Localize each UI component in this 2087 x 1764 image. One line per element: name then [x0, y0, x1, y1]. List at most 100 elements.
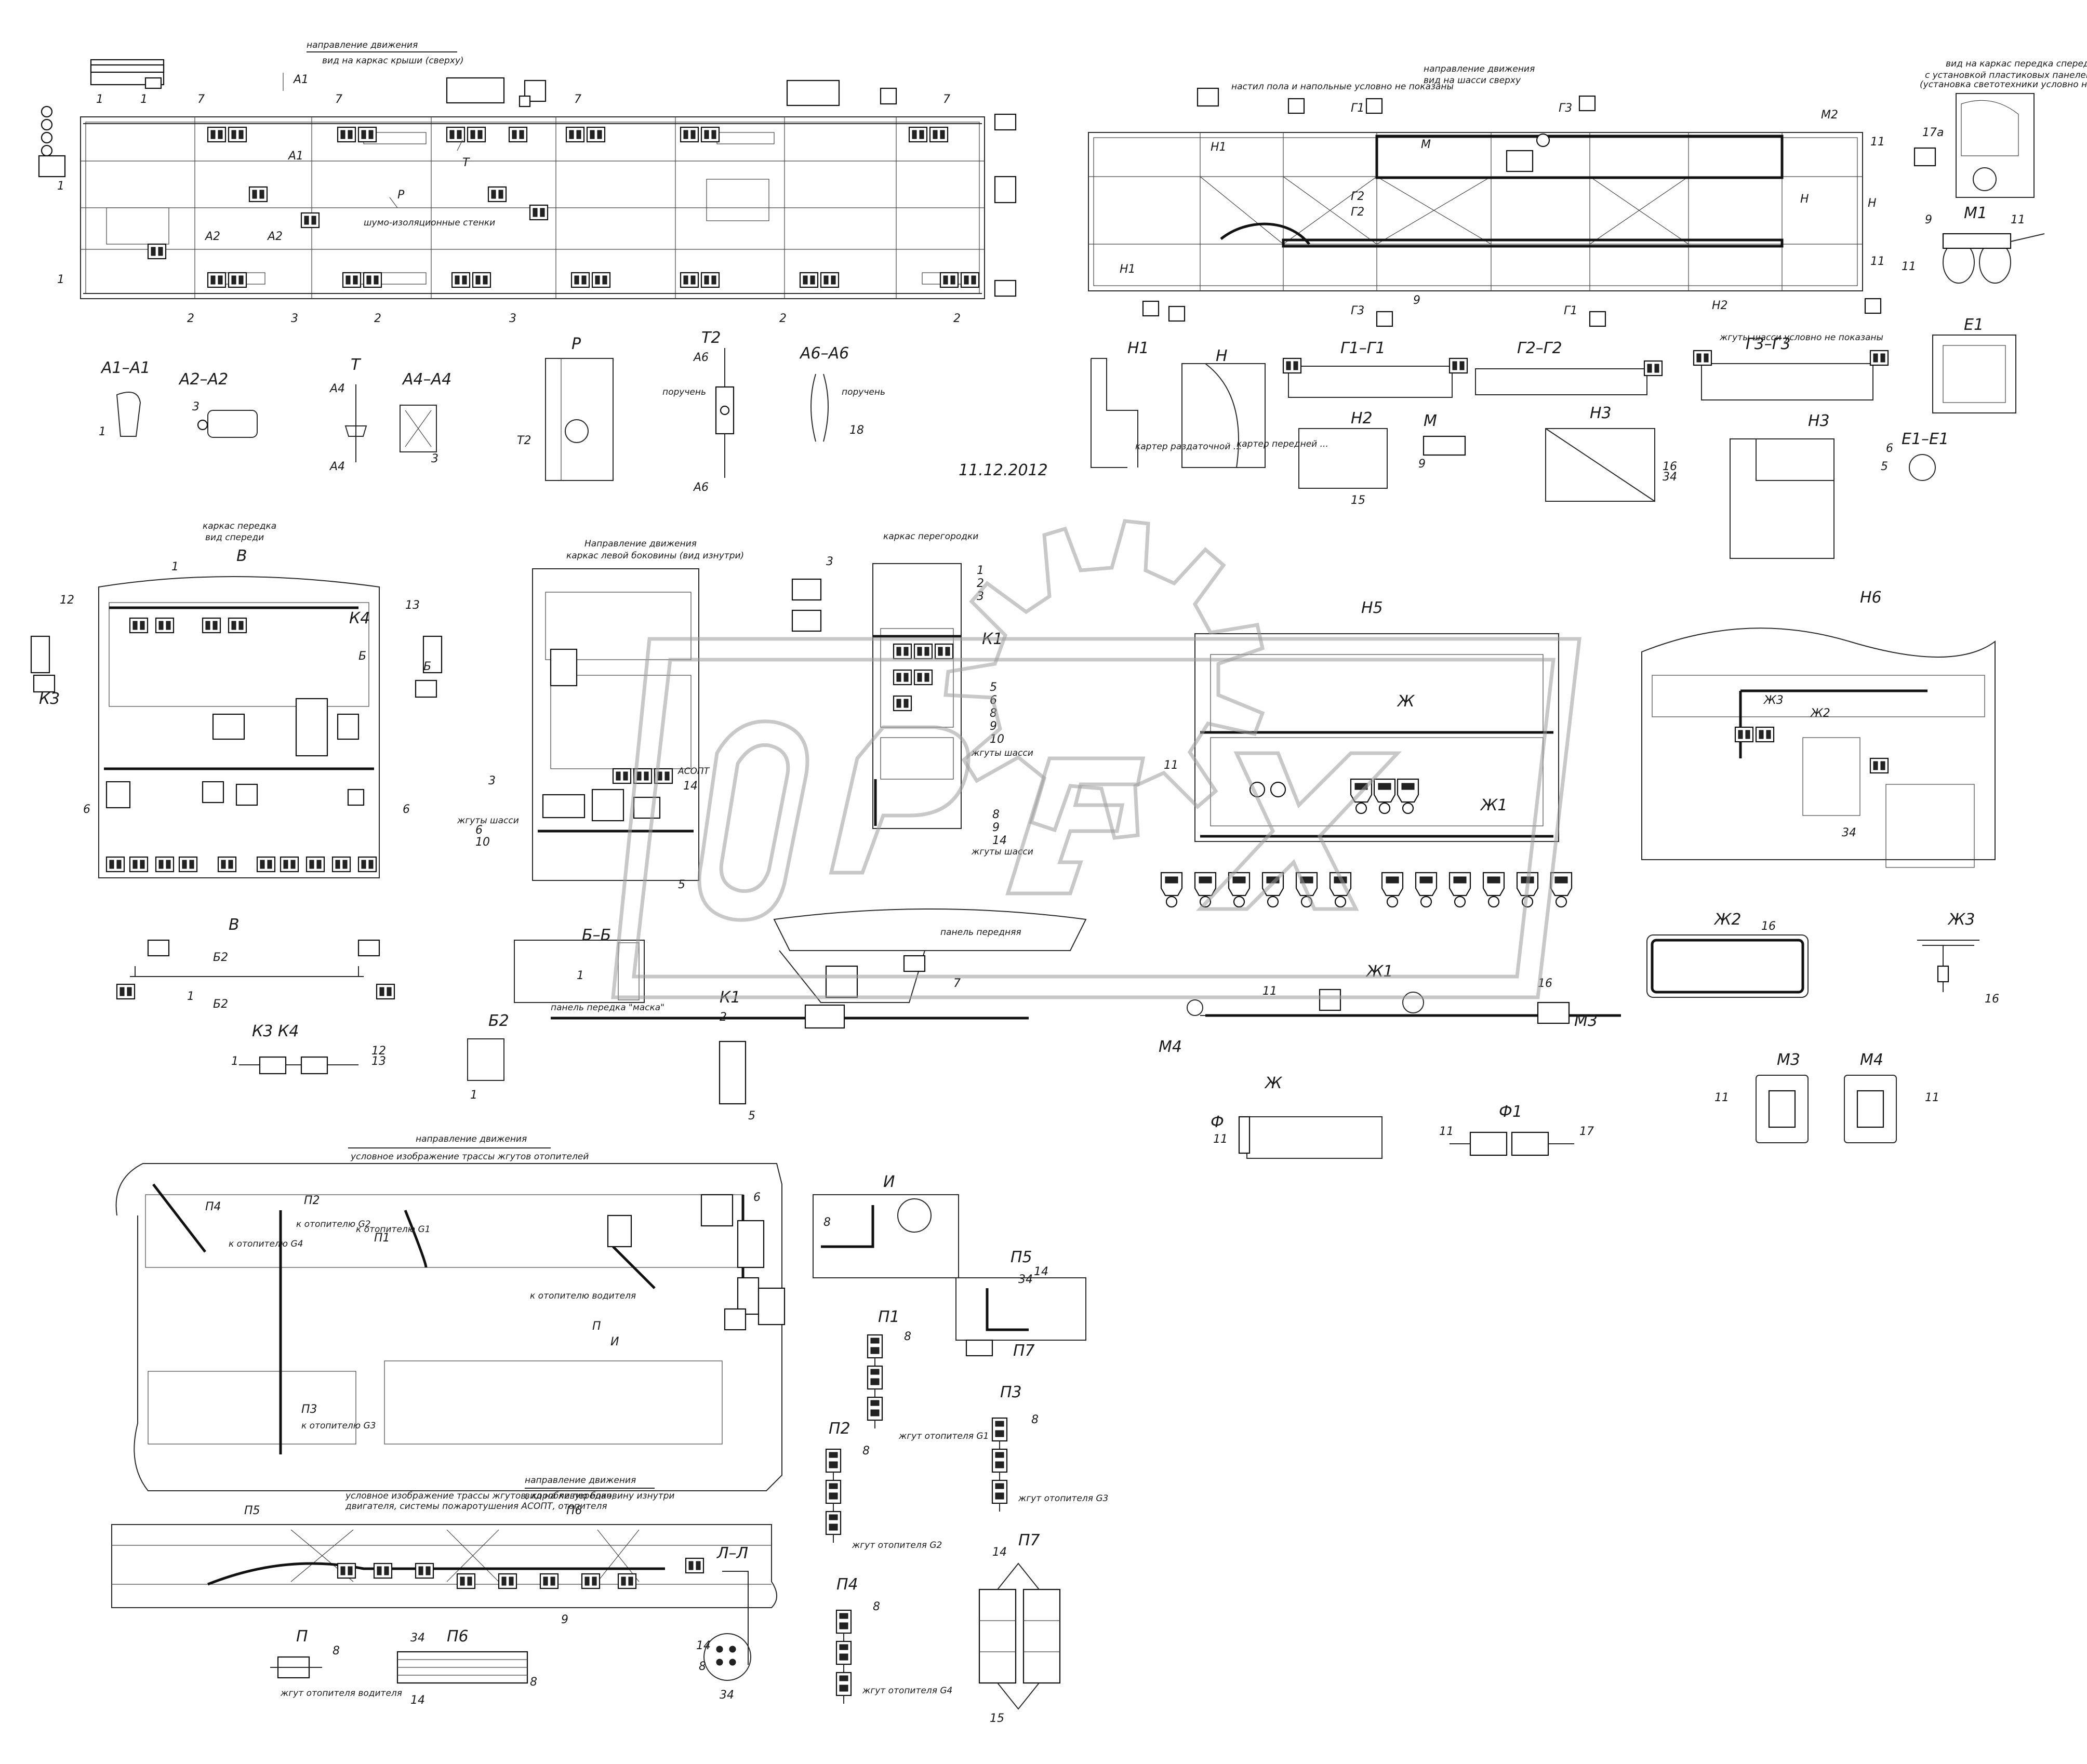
- to-heater-g4: к отопителю G4: [229, 1239, 303, 1249]
- svg-text:8: 8: [862, 1445, 870, 1458]
- svg-text:7: 7: [197, 93, 205, 106]
- svg-text:17: 17: [1579, 1125, 1594, 1138]
- svg-text:Н: Н: [1800, 193, 1809, 206]
- svg-text:5: 5: [1881, 460, 1888, 473]
- svg-text:5: 5: [748, 1110, 755, 1122]
- watermark-gear-icon: [611, 519, 1581, 999]
- view-zh1-marker: Ж1: [1480, 796, 1507, 814]
- partition-harness: жгуты шасси: [971, 748, 1033, 758]
- svg-text:34: 34: [1018, 1273, 1033, 1286]
- svg-text:Г1: Г1: [1351, 102, 1364, 115]
- svg-text:П1: П1: [374, 1232, 390, 1245]
- heater-trace-view: направление движения условное изображени…: [115, 1134, 786, 1491]
- driver-heater-harness: жгут отопителя водителя: [280, 1688, 402, 1699]
- handrail-label: поручень: [662, 387, 706, 397]
- view-f: Ф: [1211, 1113, 1224, 1131]
- svg-text:Г3: Г3: [1351, 304, 1364, 317]
- rear-view-caption-3: (установка светотехники условно не показ…: [1920, 79, 2087, 90]
- cab-harness-left: жгуты шасси: [457, 816, 519, 826]
- view-a4a4: А4–А4: [402, 370, 451, 389]
- view-bb: Б–Б: [582, 926, 611, 944]
- svg-text:9: 9: [1413, 294, 1420, 307]
- svg-text:Р: Р: [397, 189, 405, 202]
- view-h: Н: [1216, 347, 1228, 365]
- view-m-detail: М: [1424, 412, 1437, 430]
- svg-text:11: 11: [2011, 213, 2025, 226]
- rear-view-caption-2: с установкой пластиковых панелей: [1925, 70, 2087, 81]
- svg-text:11: 11: [1902, 260, 1916, 273]
- svg-text:5: 5: [678, 878, 685, 891]
- heater-g1-harness: жгут отопителя G1: [898, 1431, 989, 1441]
- svg-text:2: 2: [779, 312, 787, 325]
- svg-text:8: 8: [1031, 1413, 1039, 1426]
- svg-text:Б2: Б2: [213, 998, 228, 1011]
- view-h5: Н5: [1361, 599, 1383, 617]
- left-sidewall-view: Направление движения каркас левой бокови…: [457, 539, 744, 891]
- zh2-zh3-m-views: Ж2 16 Ж3 16 М3 11 М4 11: [1646, 911, 1999, 1143]
- side-note-2: двигателя, системы пожаротушения АСОПТ, …: [345, 1501, 607, 1512]
- svg-text:1: 1: [577, 969, 584, 982]
- svg-text:6: 6: [1886, 442, 1893, 455]
- svg-text:картер раздаточной ...: картер раздаточной ...: [1135, 442, 1242, 452]
- svg-text:П: П: [592, 1320, 601, 1333]
- view-p3: П3: [1000, 1383, 1022, 1401]
- view-k3: К3: [39, 690, 60, 708]
- chassis-h5-view: Н5 11 Ж Ж1: [1160, 599, 1573, 908]
- view-zh-marker: Ж: [1397, 692, 1415, 711]
- view-g1g1: Г1–Г1: [1340, 339, 1386, 357]
- view-g3g3: Г3–Г3: [1746, 335, 1791, 353]
- svg-text:9: 9: [561, 1613, 568, 1626]
- svg-text:12: 12: [371, 1045, 386, 1058]
- chassis-detail-row: Н1 Н картер раздаточной ... картер перед…: [1091, 316, 2016, 559]
- roof-direction-caption: направление движения: [307, 40, 418, 50]
- svg-text:3: 3: [291, 312, 298, 325]
- svg-text:11: 11: [1925, 1091, 1939, 1104]
- svg-text:7: 7: [943, 93, 950, 106]
- svg-text:1: 1: [231, 1055, 238, 1068]
- svg-text:А1: А1: [293, 73, 309, 86]
- asopt-label: АСОПТ: [677, 766, 710, 777]
- view-m4-detail: М4: [1860, 1051, 1883, 1069]
- svg-text:Н2: Н2: [1712, 299, 1728, 312]
- view-p1: П1: [878, 1308, 900, 1326]
- view-b-top: В: [236, 547, 247, 565]
- svg-text:А2: А2: [267, 230, 283, 243]
- svg-text:8: 8: [333, 1645, 340, 1658]
- svg-text:А2: А2: [204, 230, 220, 243]
- svg-text:16: 16: [1761, 920, 1776, 933]
- view-h2: Н2: [1351, 409, 1373, 427]
- view-b2: Б2: [488, 1012, 509, 1030]
- view-t: Т: [351, 356, 362, 374]
- svg-text:П2: П2: [304, 1194, 320, 1207]
- svg-text:картер передней ...: картер передней ...: [1237, 439, 1328, 449]
- svg-text:14: 14: [1034, 1265, 1048, 1278]
- view-p7-marker: П7: [1013, 1342, 1035, 1360]
- view-ll: Л–Л: [716, 1544, 748, 1562]
- svg-text:6: 6: [475, 824, 483, 837]
- side-note-1: условное изображение трассы жгутов, коро…: [345, 1491, 615, 1501]
- svg-text:Г3: Г3: [1559, 102, 1572, 115]
- svg-text:П3: П3: [301, 1403, 317, 1416]
- label-m: М: [1421, 138, 1431, 151]
- drawing-date: 11.12.2012: [959, 461, 1048, 479]
- heater-g2-harness: жгут отопителя G2: [852, 1540, 942, 1551]
- view-p2: П2: [829, 1420, 850, 1438]
- rear-view-caption-1: вид на каркас передка спереди: [1946, 59, 2087, 69]
- roof-view-caption: вид на каркас крыши (сверху): [322, 56, 464, 66]
- view-p4: П4: [836, 1575, 858, 1594]
- handrail-label-2: поручень: [842, 387, 885, 397]
- to-heater-driver: к отопителю водителя: [530, 1291, 636, 1301]
- svg-text:Б: Б: [423, 660, 431, 673]
- svg-text:18: 18: [849, 424, 864, 437]
- svg-text:Н1: Н1: [1211, 141, 1227, 154]
- svg-text:9: 9: [990, 720, 997, 733]
- heater-trace-caption: условное изображение трассы жгутов отопи…: [350, 1152, 589, 1162]
- view-i: И: [883, 1173, 895, 1191]
- side-direction: направление движения: [525, 1475, 636, 1486]
- svg-text:3: 3: [431, 452, 438, 465]
- svg-text:9: 9: [992, 821, 1000, 834]
- heater-g3-harness: жгут отопителя G3: [1018, 1493, 1108, 1504]
- svg-text:14: 14: [696, 1639, 711, 1652]
